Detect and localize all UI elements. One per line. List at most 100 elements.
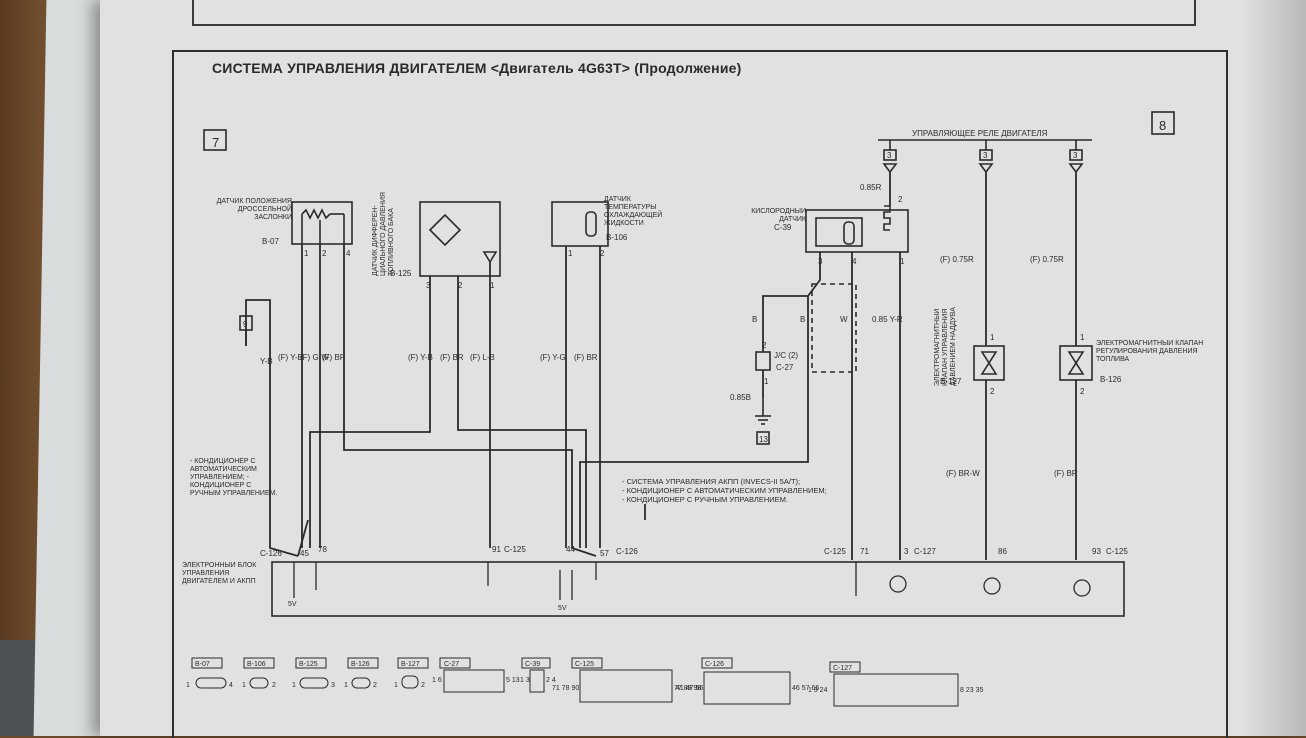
throttle-pin-1: 1 [304,249,309,258]
ecu-pin-86: 86 [998,547,1007,556]
ecu-pin-45: 45 [300,549,309,558]
legend-b07: B-07 [195,661,210,668]
oxygen-pin-4: 4 [852,257,857,266]
boost-solenoid-name: ЭЛЕКТРОМАГНИТНЫЙ КЛАПАН УПРАВЛЕНИЯ ДАВЛЕ… [934,307,957,386]
legend-c127: C-127 [833,665,852,672]
legend-b127-left: 1 [394,682,398,689]
boost-solenoid-pin-1: 1 [990,333,995,342]
legend-b106-right: 2 [272,682,276,689]
ecu-pin-93: 93 [1092,547,1101,556]
fuel-solenoid-connector: B-126 [1100,375,1122,384]
oxygen-connector: C-39 [774,223,792,232]
notes-right-2: - КОНДИЦИОНЕР С АВТОМАТИЧЕСКИМ УПРАВЛЕНИ… [622,486,827,495]
legend-c39-left: 1 3 [520,677,530,684]
coolant-sensor-box [551,201,609,247]
connector-legend [191,657,959,707]
relay-pin-1: 3 [887,151,892,160]
legend-c27-left: 1 6 [432,677,442,684]
legend-c39: C-39 [525,661,540,668]
ecu-pin-91: 91 [492,545,501,554]
ecu-conn-91: C-125 [504,545,526,554]
legend-b125-left: 1 [292,682,296,689]
ground-9-label: 9 [243,320,248,329]
wire-label-s1-bot: (F) BR-W [946,469,980,478]
oxygen-pin-1: 1 [900,257,905,266]
boost-solenoid-box [973,345,1005,381]
relay-pin-2: 3 [983,151,988,160]
oxygen-pin-3: 3 [818,257,823,266]
wire-label-s1-top: (F) 0.75R [940,255,974,264]
wire-label-2: (F) Y-B [278,353,303,362]
fuel-pressure-sensor-box [419,201,501,277]
notes-left: - КОНДИЦИОНЕР С АВТОМАТИЧЕСКИМ УПРАВЛЕНИ… [190,458,278,497]
ecu-pin-57: 57 [600,549,609,558]
fuel-pressure-pin-3: 3 [426,281,431,290]
legend-b125-right: 3 [331,682,335,689]
legend-c127-right: 8 23 35 [960,687,983,694]
legend-b126-left: 1 [344,682,348,689]
relay-header: УПРАВЛЯЮЩЕЕ РЕЛЕ ДВИГАТЕЛЯ [912,129,1048,138]
wire-label-3: (F) G-W [300,353,329,362]
notes-right-3: - КОНДИЦИОНЕР С РУЧНЫМ УПРАВЛЕНИЕМ. [622,495,788,504]
page-marker-left [203,129,227,151]
ecu-conn-93: C-125 [1106,547,1128,556]
oxygen-sensor-name: КИСЛОРОДНЫЙ ДАТЧИК [751,208,806,223]
wire-label-1: Y-B [260,357,273,366]
wire-label-gnd: 0.85B [730,393,751,402]
ecu-pin-78: 78 [318,545,327,554]
page-marker-left-label: 7 [212,135,219,150]
jc-pin-1: 1 [764,377,769,386]
legend-b127-right: 2 [421,682,425,689]
throttle-sensor-name: ДАТЧИК ПОЛОЖЕНИЯ ДРОССЕЛЬНОЙ ЗАСЛОНКИ [216,198,292,221]
wire-label-5: (F) Y-B [408,353,433,362]
legend-c27: C-27 [444,661,459,668]
ecu-pin-3: 3 [904,547,909,556]
legend-c127-left: 1 9 24 [808,687,828,694]
wire-label-s2-bot: (F) BR [1054,469,1078,478]
fuel-solenoid-pin-2: 2 [1080,387,1085,396]
oxygen-pin-2: 2 [898,195,903,204]
fuel-pressure-pin-1: 1 [490,281,495,290]
legend-b07-right: 4 [229,682,233,689]
legend-b106: B-106 [247,661,266,668]
throttle-connector: B-07 [262,237,279,246]
throttle-pin-3: 4 [346,249,351,258]
ecu-conn-71: C-125 [824,547,846,556]
ecu-conn-3: C-127 [914,547,936,556]
oxygen-sensor-box [805,209,909,253]
wire-label-9: (F) BR [574,353,598,362]
legend-b125: B-125 [299,661,318,668]
notes-right-1: - СИСТЕМА УПРАВЛЕНИЯ АКПП (INVECS-II 5A/… [622,477,800,486]
ecu-supply-1: 5V [288,601,297,608]
fuel-pressure-connector: B-125 [390,269,412,278]
legend-b07-left: 1 [186,682,190,689]
legend-b106-left: 1 [242,682,246,689]
page-edge-shadow [1240,0,1306,736]
manual-page [100,0,1306,736]
boost-solenoid-pin-2: 2 [990,387,995,396]
wire-label-s2-top: (F) 0.75R [1030,255,1064,264]
page-marker-right [1151,111,1175,135]
throttle-sensor-box [291,201,353,245]
jc-id-label: C-27 [776,363,794,372]
previous-diagram-frame [192,0,1196,26]
page-title: СИСТЕМА УПРАВЛЕНИЯ ДВИГАТЕЛЕМ <Двигатель… [212,60,742,76]
coolant-pin-1: 1 [568,249,573,258]
wire-label-o2-w: W [840,315,848,324]
wire-label-o2-top: 0.85R [860,183,882,192]
page-marker-right-label: 8 [1159,118,1166,133]
legend-c125: C-125 [575,661,594,668]
ecu-conn-45: C-126 [260,549,282,558]
wire-label-o2-pwr: 0.85 Y-R [872,315,903,324]
legend-c125-left: 71 78 90 [552,685,579,692]
fuel-solenoid-pin-1: 1 [1080,333,1085,342]
fuel-solenoid-name: ЭЛЕКТРОМАГНИТНЫЙ КЛАПАН РЕГУЛИРОВАНИЯ ДА… [1096,340,1204,363]
fuel-pressure-pin-2: 2 [458,281,463,290]
ecu-conn-57: C-126 [616,547,638,556]
wire-label-6: (F) BR [440,353,464,362]
ecu-pin-44: 44 [566,545,575,554]
ecu-supply-2: 5V [558,605,567,612]
legend-c27-right: 5 13 [506,677,520,684]
fuel-pressure-sensor-name: ДАТЧИК ДИФФЕРЕН- ЦИАЛЬНОГО ДАВЛЕНИЯ ТОПЛ… [372,192,395,276]
legend-c125-right: 77 89 98 [674,685,701,692]
